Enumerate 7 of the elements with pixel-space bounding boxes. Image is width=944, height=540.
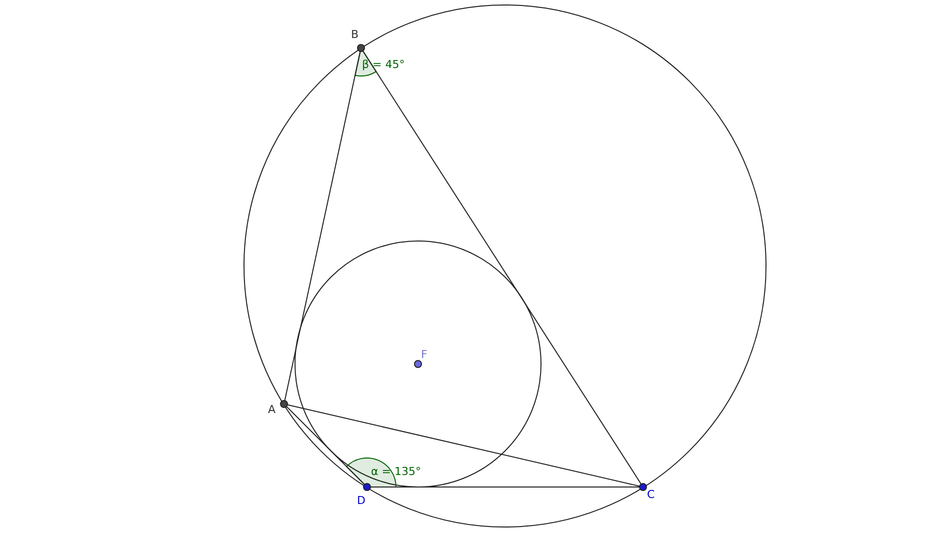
- point-label: B: [351, 29, 359, 41]
- point-label: D: [357, 495, 366, 507]
- point-label: F: [421, 349, 428, 361]
- angle-label: α = 135°: [371, 466, 421, 478]
- point-label: C: [647, 489, 655, 501]
- point-label: A: [268, 404, 276, 416]
- angle-label: β = 45°: [362, 59, 405, 71]
